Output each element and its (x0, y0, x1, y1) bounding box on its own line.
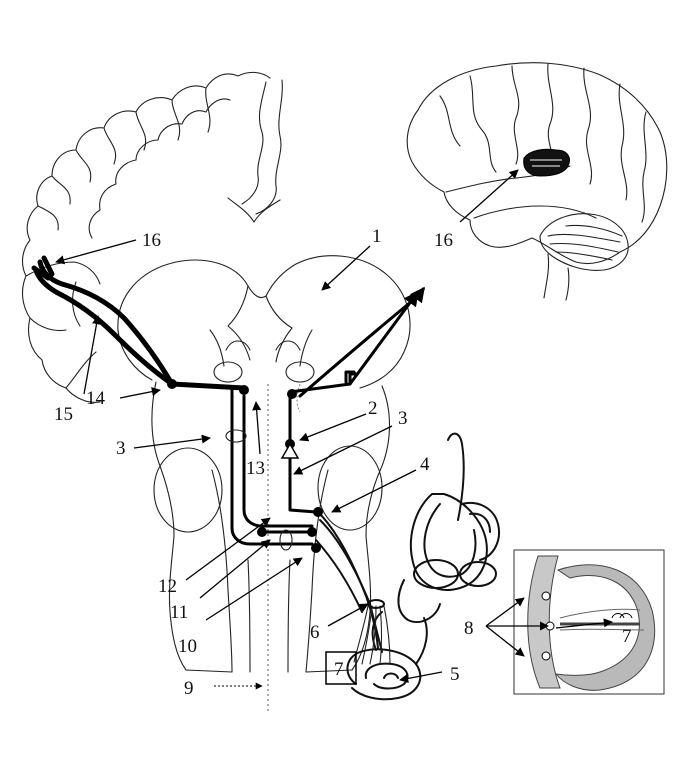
auditory-cortex-mark (523, 148, 570, 177)
label-12: 12 (158, 576, 177, 597)
label-8: 8 (464, 618, 474, 639)
lateral-lemniscus-nucleus (280, 442, 300, 459)
synapse-mgb-right (287, 389, 297, 399)
label-2: 2 (368, 398, 378, 419)
label-3-left: 3 (116, 438, 126, 459)
label-3-right: 3 (398, 408, 408, 429)
label-4: 4 (420, 454, 430, 475)
label-16-right: 16 (434, 230, 453, 251)
synapse-mgb-left (239, 385, 249, 395)
organ-of-corti-box (325, 651, 357, 685)
lateral-brain-view (406, 62, 668, 301)
synapse-cn-2 (307, 527, 317, 537)
label-6: 6 (310, 622, 320, 643)
label-1: 1 (372, 226, 382, 247)
cochlea-inset (513, 549, 665, 695)
synapse-cn-3 (311, 543, 321, 553)
diagram-labels: 1 2 3 3 4 5 6 7 7 8 9 10 11 12 13 14 15 … (54, 226, 632, 699)
label-7-box: 7 (334, 659, 344, 680)
label-5: 5 (450, 664, 460, 685)
label-15: 15 (54, 404, 73, 425)
label-16-left: 16 (142, 230, 161, 251)
synapse-cn-1 (313, 507, 323, 517)
cerebral-hemisphere-section (21, 71, 283, 403)
label-11: 11 (170, 602, 188, 623)
brainstem-outline (117, 255, 411, 712)
synapse-so (257, 527, 267, 537)
auditory-pathway-tracts (31, 255, 426, 653)
label-7-inset: 7 (622, 626, 632, 647)
label-10: 10 (178, 636, 197, 657)
label-9: 9 (184, 678, 194, 699)
inner-ear (325, 432, 500, 701)
synapse-cortex-left (167, 379, 177, 389)
label-14: 14 (86, 388, 106, 409)
label-13: 13 (246, 458, 265, 479)
leader-lines (55, 169, 613, 690)
